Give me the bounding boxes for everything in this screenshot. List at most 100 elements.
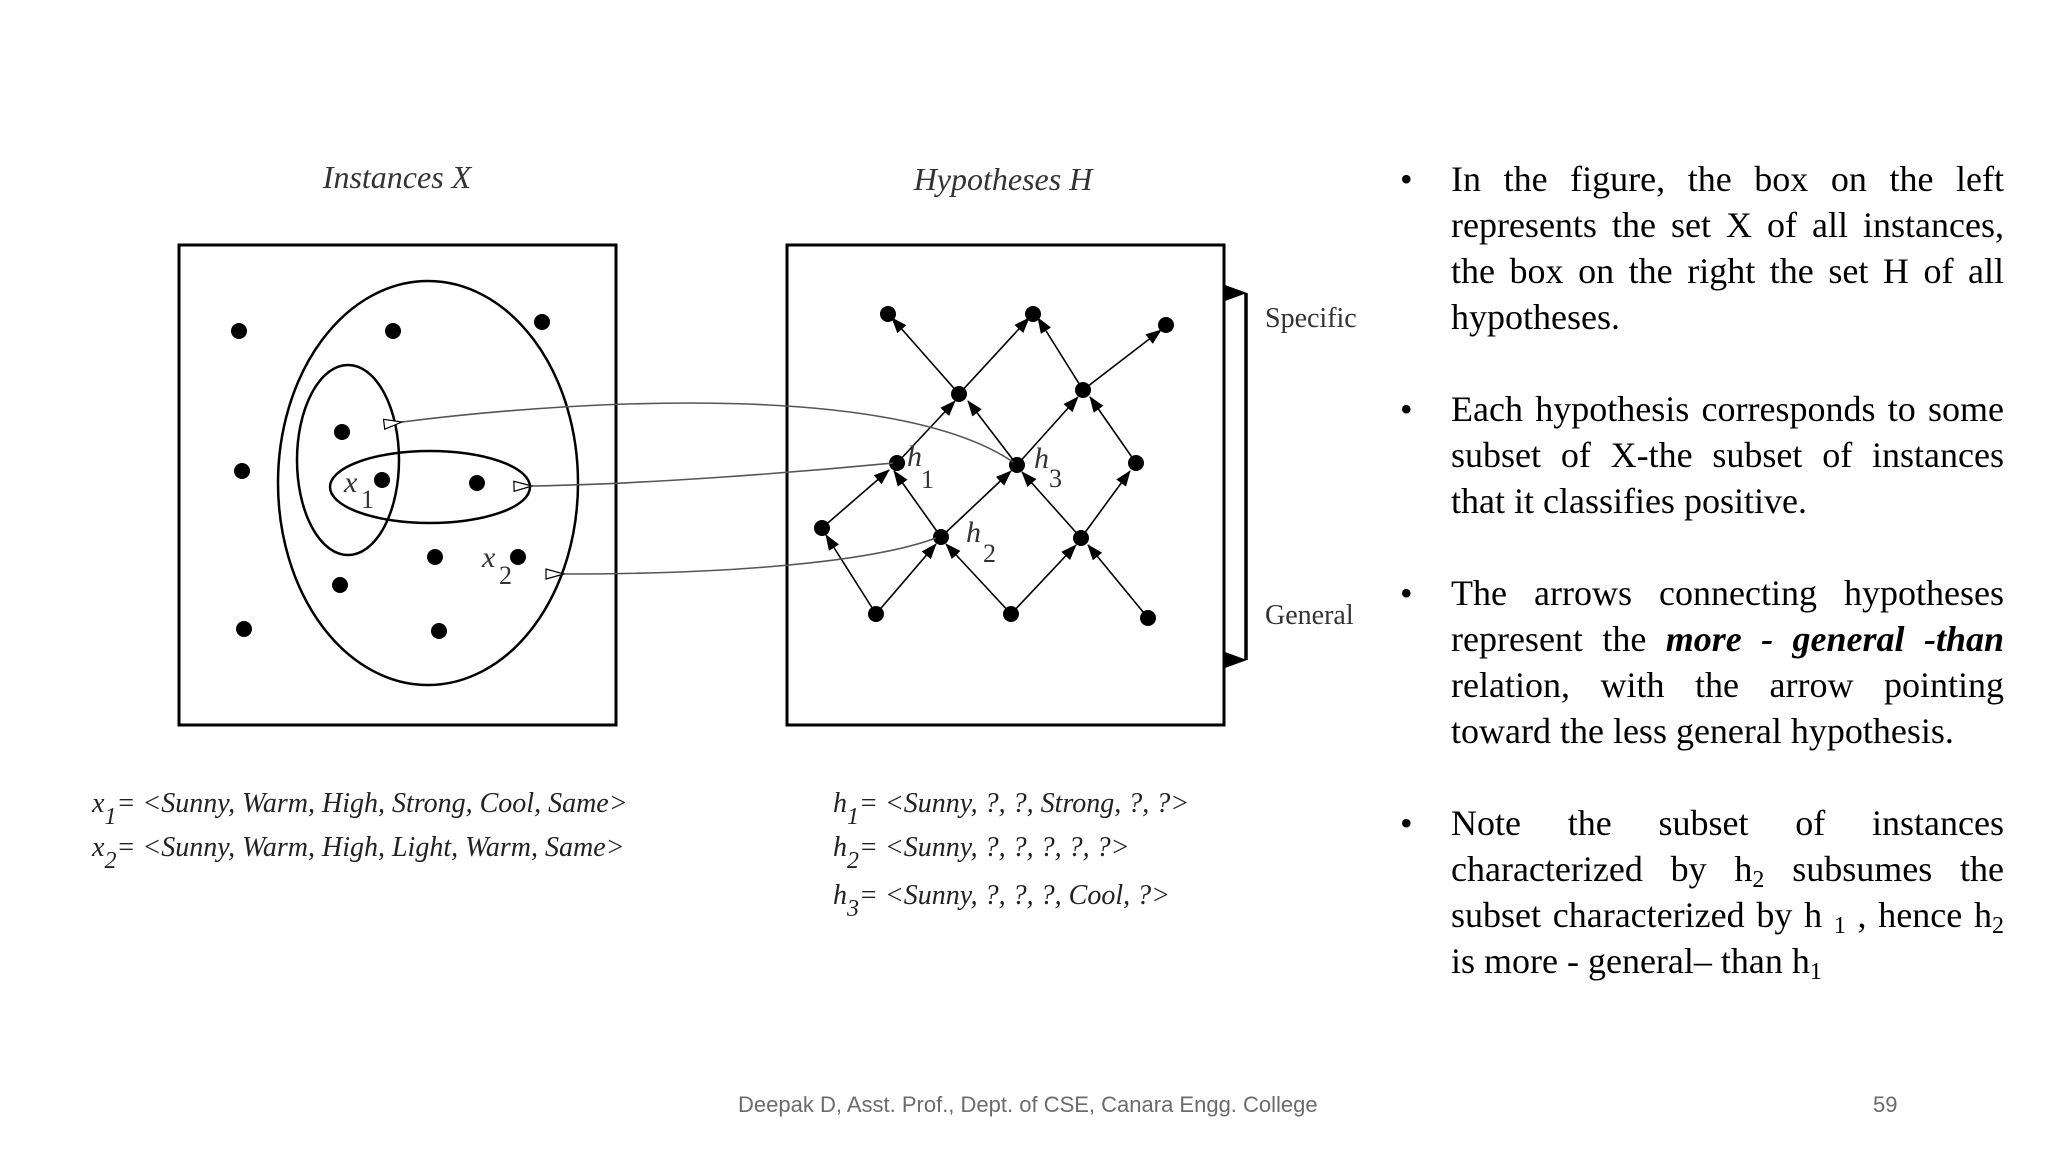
- x1-def-var: x: [92, 788, 105, 819]
- h2-def-value: = <Sunny, ?, ?, ?, ?, ?>: [859, 832, 1130, 863]
- hypothesis-node: [1140, 610, 1156, 626]
- instance-point: [534, 314, 550, 330]
- bullet-text: Each hypothesis corresponds to some subs…: [1451, 389, 2004, 521]
- instance-point: [427, 549, 443, 565]
- tall-ellipse-h3: [295, 363, 401, 557]
- x2-def-var: x: [92, 832, 105, 863]
- lattice-arrow: [1037, 317, 1084, 391]
- x1-def-value: = <Sunny, Warm, High, Strong, Cool, Same…: [116, 788, 628, 819]
- x2-label-sub: 2: [499, 561, 512, 590]
- bullet-sub: 1: [1833, 913, 1846, 939]
- bullet-text-a: Note the subset of instances characteriz…: [1451, 803, 2004, 889]
- instances-box: [177, 243, 618, 727]
- instance-point: [469, 475, 485, 491]
- footer-credit: Deepak D, Asst. Prof., Dept. of CSE, Can…: [738, 1092, 1318, 1117]
- hypothesis-node: [951, 386, 967, 402]
- h1-def-var: h: [833, 788, 847, 819]
- h1-to-subset-arrow: [532, 462, 894, 486]
- h1-def-value: = <Sunny, ?, ?, Strong, ?, ?>: [859, 788, 1190, 819]
- h1-label: h: [907, 440, 922, 473]
- x2-def-value: = <Sunny, Warm, High, Light, Warm, Same>: [116, 832, 625, 863]
- h2-def-var: h: [833, 832, 847, 863]
- instance-point: [332, 577, 348, 593]
- bullet-marker: •: [1400, 573, 1413, 613]
- x2-definition: x2= <Sunny, Warm, High, Light, Warm, Sam…: [92, 832, 625, 873]
- h3-label-sub: 3: [1049, 464, 1062, 493]
- hypothesis-node-h3: [1009, 457, 1025, 473]
- h3-definition: h3= <Sunny, ?, ?, ?, Cool, ?>: [833, 880, 1171, 921]
- instance-points: [231, 314, 550, 639]
- lattice-arrow: [1089, 396, 1137, 464]
- bullet-text-b: subsumes the subset characterized by h: [1451, 849, 2004, 935]
- lattice-arrow: [896, 400, 956, 464]
- bullet-marker: •: [1400, 803, 1413, 843]
- h1-def-sub: 1: [847, 804, 859, 830]
- hypothesis-node: [1073, 530, 1089, 546]
- lattice-arrow: [1087, 544, 1149, 619]
- lattice-arrow: [967, 400, 1018, 466]
- bullet-text-pre: The arrows connecting hypotheses represe…: [1451, 573, 2004, 659]
- bullet-hypothesis-subset: • Each hypothesis corresponds to some su…: [1400, 386, 2004, 524]
- instances-hypotheses-diagram: Instances X Hypotheses H x 1 x 2: [177, 159, 1357, 727]
- bullet-sub: 1: [1809, 959, 1822, 985]
- lattice-arrow: [875, 543, 937, 615]
- lattice-arrow: [821, 469, 890, 529]
- h3-def-var: h: [833, 880, 847, 911]
- bullet-text-d: is more - general– than h: [1451, 941, 1810, 981]
- specific-label: Specific: [1265, 303, 1357, 334]
- hypothesis-node: [868, 606, 884, 622]
- x2-def-sub: 2: [104, 848, 117, 874]
- h1-definition: h1= <Sunny, ?, ?, Strong, ?, ?>: [833, 788, 1190, 829]
- lattice-arrow: [1080, 470, 1131, 539]
- flat-ellipse-h1: [328, 449, 532, 525]
- hypothesis-node: [1128, 455, 1144, 471]
- hypotheses-title: Hypotheses H: [913, 161, 1095, 197]
- hypothesis-node-h1: [889, 455, 905, 471]
- lattice-arrow: [945, 543, 1012, 615]
- hypothesis-node: [880, 306, 896, 322]
- hypothesis-node: [1158, 317, 1174, 333]
- hypothesis-node-h2: [933, 529, 949, 545]
- h2-label-sub: 2: [983, 539, 996, 568]
- general-label: General: [1265, 600, 1354, 631]
- h3-def-sub: 3: [847, 896, 859, 922]
- x2-label: x: [481, 541, 496, 574]
- hypothesis-node: [1075, 382, 1091, 398]
- lattice-arrow: [893, 470, 942, 538]
- h2-definition: h2= <Sunny, ?, ?, ?, ?, ?>: [833, 832, 1130, 873]
- lattice-arrow: [891, 317, 960, 395]
- x1-label: x: [343, 466, 358, 499]
- h2-to-subset-arrow: [564, 537, 937, 574]
- h3-label: h: [1034, 442, 1049, 475]
- instance-point: [231, 323, 247, 339]
- instance-point: [431, 623, 447, 639]
- x1-def-sub: 1: [104, 804, 117, 830]
- h3-def-value: = <Sunny, ?, ?, ?, Cool, ?>: [859, 880, 1171, 911]
- instance-point-x1: [374, 472, 390, 488]
- bullet-marker: •: [1400, 159, 1413, 199]
- instance-point-x2: [510, 549, 526, 565]
- instance-point: [385, 323, 401, 339]
- bullet-figure-boxes: • In the figure, the box on the left rep…: [1400, 156, 2004, 340]
- lattice-arrow: [1010, 544, 1077, 615]
- hypotheses-box: [785, 243, 1226, 727]
- hypothesis-nodes: [814, 306, 1174, 626]
- lattice-arrow: [940, 470, 1012, 538]
- slide-number: 59: [1873, 1092, 1898, 1117]
- bullet-marker: •: [1400, 389, 1413, 429]
- instance-point: [236, 621, 252, 637]
- bullet-text: In the figure, the box on the left repre…: [1451, 159, 2004, 337]
- lattice-arrow: [1021, 471, 1082, 539]
- instances-title: Instances X: [322, 159, 473, 195]
- h1-label-sub: 1: [921, 465, 934, 494]
- bullet-sub: 2: [1992, 913, 2004, 939]
- hypothesis-node: [1003, 606, 1019, 622]
- instance-point: [334, 424, 350, 440]
- bullet-text-post: relation, with the arrow pointing toward…: [1451, 665, 2004, 751]
- h3-to-subset-arrow: [402, 402, 1014, 463]
- hypothesis-node: [814, 520, 830, 536]
- hypothesis-node: [1025, 306, 1041, 322]
- explanation-bullets: • In the figure, the box on the left rep…: [1400, 156, 2004, 1030]
- bullet-text-c: , hence h: [1845, 895, 1992, 935]
- outer-ellipse-h2: [276, 279, 580, 687]
